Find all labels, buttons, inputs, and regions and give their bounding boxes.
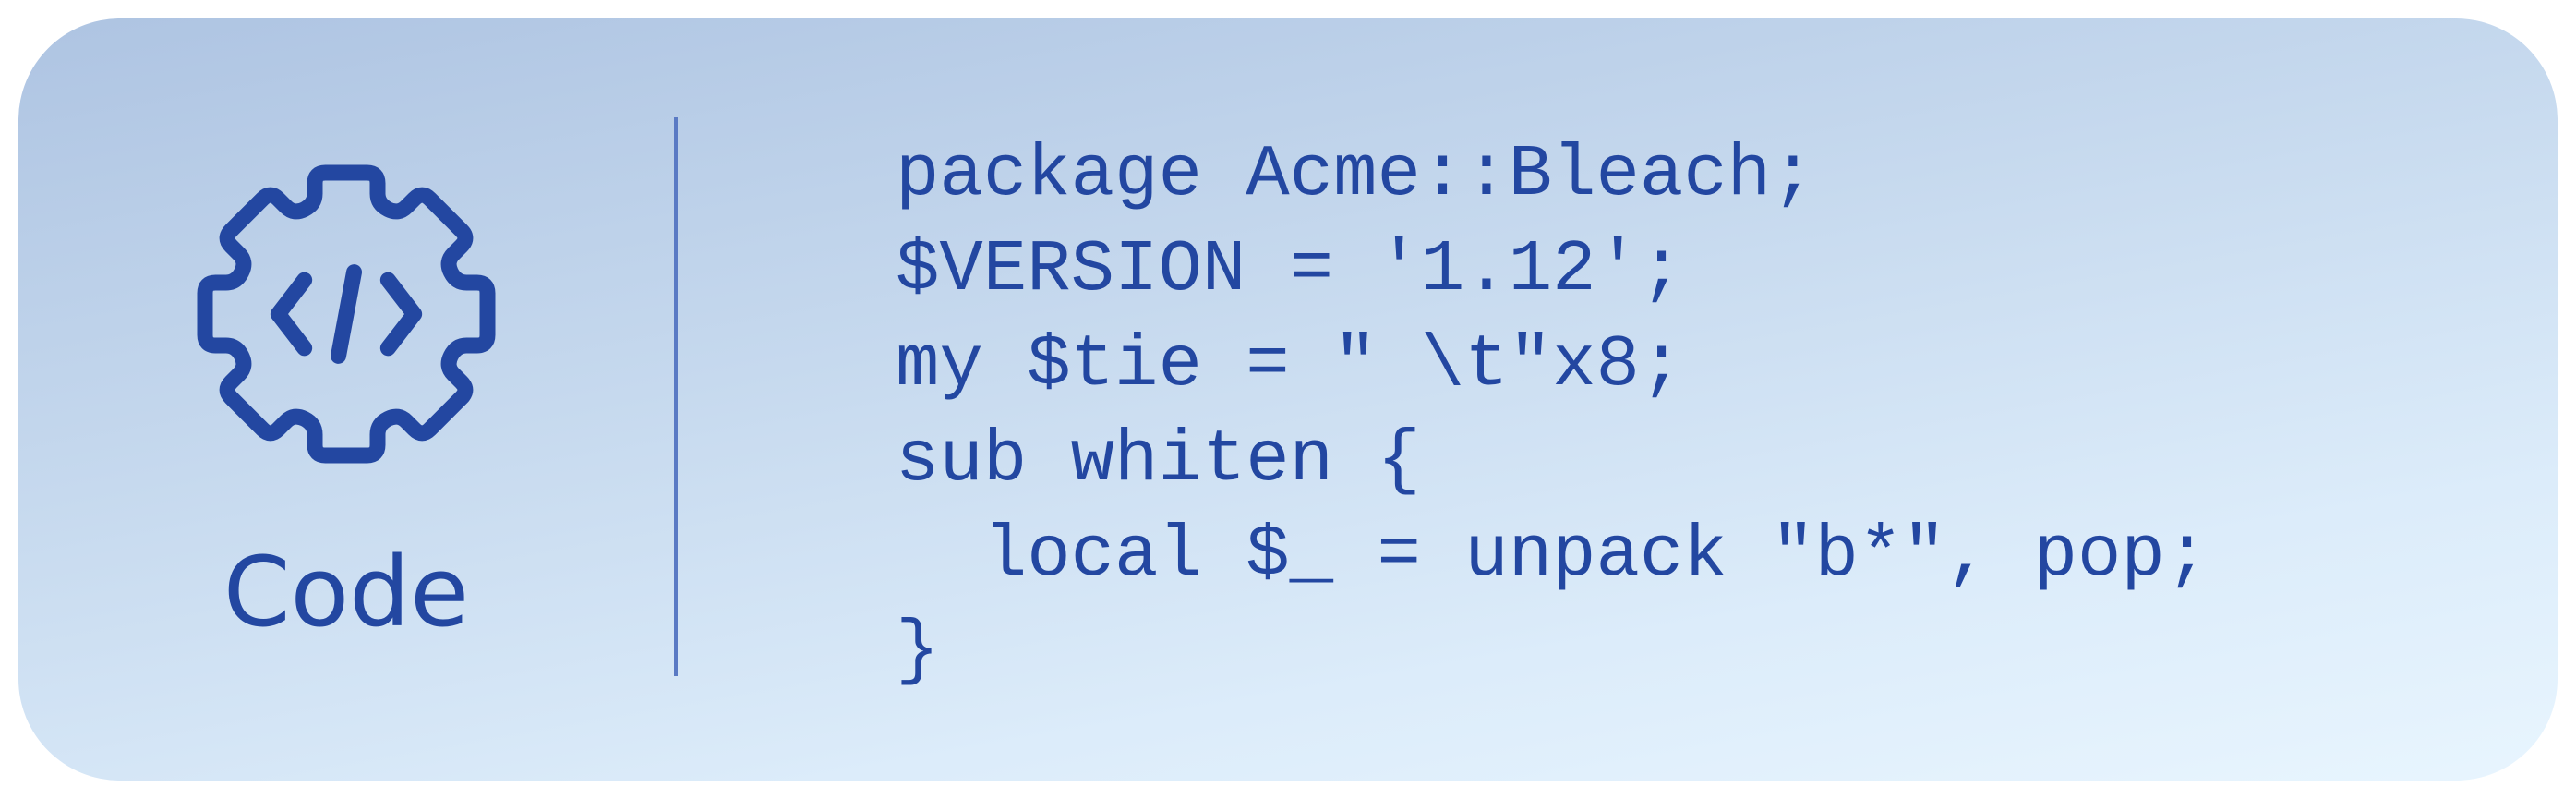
code-line: } bbox=[896, 609, 940, 692]
code-line: my $tie = " \t"x8; bbox=[896, 323, 1684, 406]
card-label: Code bbox=[223, 536, 470, 648]
code-block: package Acme::Bleach;$VERSION = '1.12';m… bbox=[896, 127, 2209, 698]
vertical-divider bbox=[674, 117, 678, 676]
code-line: sub whiten { bbox=[896, 418, 1421, 502]
code-line: $VERSION = '1.12'; bbox=[896, 228, 1684, 311]
code-line: local $_ = unpack "b*", pop; bbox=[896, 514, 2209, 597]
code-line: package Acme::Bleach; bbox=[896, 133, 1815, 216]
gear-code-icon bbox=[189, 157, 503, 471]
code-card: Code package Acme::Bleach;$VERSION = '1.… bbox=[18, 18, 2558, 781]
